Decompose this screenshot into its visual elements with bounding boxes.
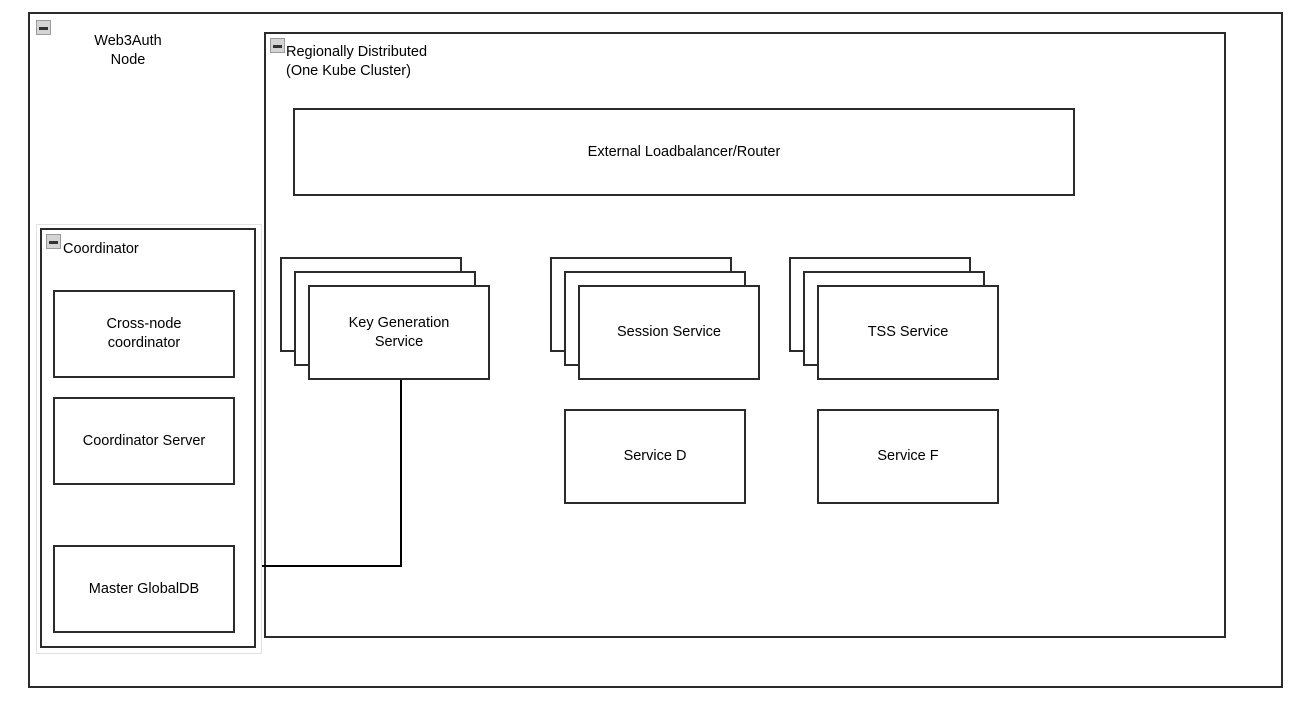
label-tss-service: TSS Service <box>867 324 949 340</box>
box-service-f[interactable]: Service F <box>817 409 999 504</box>
label-cross-node-coordinator: Cross-node coordinator <box>106 316 182 351</box>
collapse-minus-icon-coordinator[interactable] <box>46 234 61 249</box>
label-session-service: Session Service <box>617 324 721 340</box>
label-service-f: Service F <box>877 448 939 464</box>
label-coordinator-server: Coordinator Server <box>82 432 206 449</box>
stack-key-generation-service[interactable]: Key Generation Service <box>280 257 492 382</box>
box-coordinator-server[interactable]: Coordinator Server <box>53 397 235 485</box>
label-service-d: Service D <box>623 448 687 464</box>
collapse-minus-icon-kube-cluster[interactable] <box>270 38 285 53</box>
collapse-minus-icon-web3auth-node[interactable] <box>36 20 51 35</box>
stack-layer-front[interactable]: TSS Service <box>817 285 999 380</box>
stack-tss-service[interactable]: TSS Service <box>789 257 1001 382</box>
box-external-loadbalancer-router[interactable]: External Loadbalancer/Router <box>293 108 1075 196</box>
box-master-globaldb[interactable]: Master GlobalDB <box>53 545 235 633</box>
label-master-globaldb: Master GlobalDB <box>88 580 200 597</box>
connector-segment-vertical <box>400 380 402 567</box>
stack-session-service[interactable]: Session Service <box>550 257 762 382</box>
stack-layer-front[interactable]: Session Service <box>578 285 760 380</box>
box-cross-node-coordinator[interactable]: Cross-node coordinator <box>53 290 235 378</box>
label-external-loadbalancer-router: External Loadbalancer/Router <box>587 143 781 160</box>
label-key-generation-service: Key Generation Service <box>348 314 450 350</box>
box-service-d[interactable]: Service D <box>564 409 746 504</box>
connector-segment-horizontal <box>246 565 402 567</box>
stack-layer-front[interactable]: Key Generation Service <box>308 285 490 380</box>
